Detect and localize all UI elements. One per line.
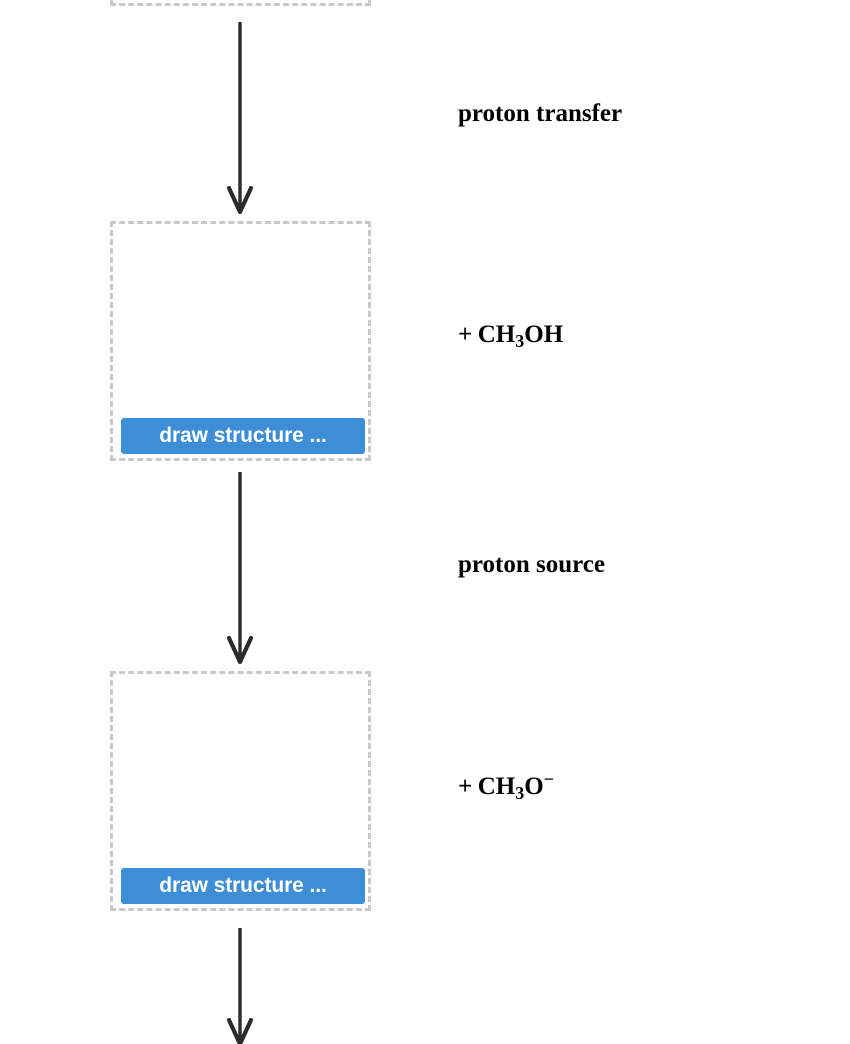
reagent-label-methoxide: +CH3O−: [458, 770, 554, 801]
formula-part-text: CH: [477, 773, 516, 800]
draw-structure-button-2[interactable]: draw structure ...: [121, 418, 365, 454]
reagent-label-methanol: +CH3OH: [458, 321, 564, 350]
draw-structure-button-3[interactable]: draw structure ...: [121, 868, 365, 904]
formula-part-sub: 3: [515, 782, 525, 803]
reaction-arrow-2: [220, 472, 260, 665]
structure-box-2[interactable]: draw structure ...: [110, 221, 371, 461]
formula-part-text: OH: [524, 321, 564, 348]
formula-part-text: CH: [477, 321, 516, 348]
structure-box-3[interactable]: draw structure ...: [110, 671, 371, 911]
reaction-label-proton-transfer: proton transfer: [458, 100, 623, 127]
formula-part-plus: +: [458, 321, 473, 348]
formula-part-sub: 3: [515, 330, 525, 351]
formula-part-sup: −: [543, 769, 554, 790]
formula-part-text: O: [524, 773, 544, 800]
formula-part-plus: +: [458, 773, 473, 800]
reaction-label-proton-source: proton source: [458, 551, 605, 578]
structure-box-1[interactable]: [110, 0, 371, 6]
reaction-arrow-1: [220, 22, 260, 215]
reaction-arrow-3: [220, 928, 260, 1044]
